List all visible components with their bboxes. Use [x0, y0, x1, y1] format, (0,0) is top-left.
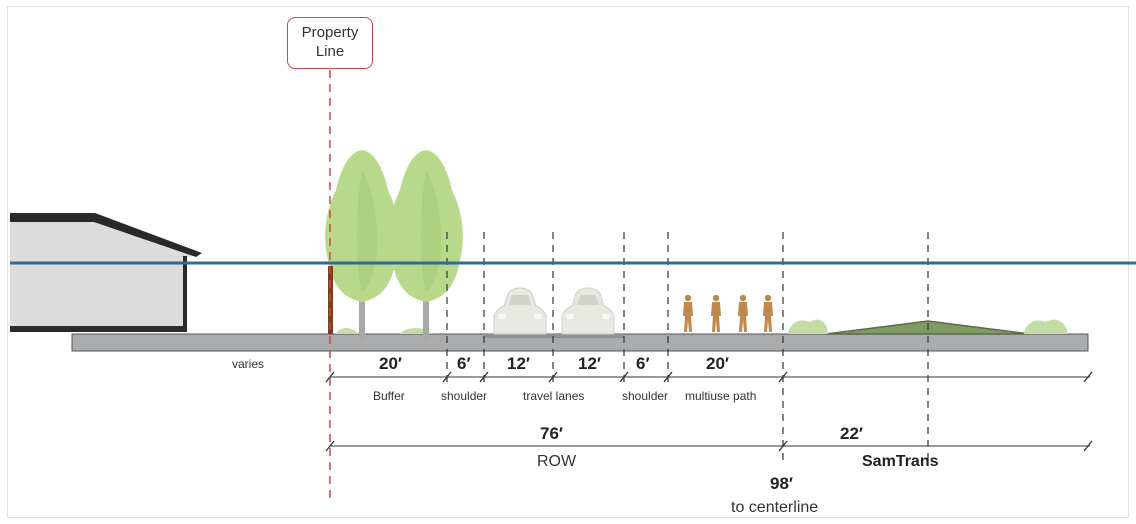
property-line-label: Property Line: [287, 17, 373, 69]
samtrans-berm: [336, 319, 1068, 335]
travel-lanes-label: travel lanes: [523, 389, 585, 403]
varies-label: varies: [232, 357, 265, 371]
tree-icon: [389, 150, 463, 340]
multiuse-path-width: 20′: [706, 354, 729, 373]
row-label: ROW: [537, 453, 577, 470]
shoulder-left-width: 6′: [457, 354, 471, 373]
car-icon: [561, 287, 615, 335]
shoulder-left-label: shoulder: [441, 389, 488, 403]
samtrans-width: 22′: [840, 424, 863, 443]
pedestrian-icon: [738, 294, 748, 332]
property-line-text-2: Line: [315, 43, 345, 60]
cyclist-icon: [711, 294, 721, 332]
building: [10, 213, 202, 332]
travel-lane-2-width: 12′: [578, 354, 601, 373]
shoulder-right-width: 6′: [636, 354, 650, 373]
pedestrian-icon: [763, 294, 773, 332]
pedestrian-icon: [683, 294, 693, 332]
car-icon: [493, 287, 547, 335]
travel-lane-1-width: 12′: [507, 354, 530, 373]
samtrans-label: SamTrans: [862, 453, 939, 470]
property-line-text-1: Property: [301, 24, 359, 41]
centerline-label: to centerline: [731, 499, 819, 516]
shoulder-right-label: shoulder: [622, 389, 669, 403]
buffer-label: Buffer: [373, 389, 405, 403]
ground-slab: [71, 333, 1089, 352]
multiuse-path-label: multiuse path: [685, 389, 757, 403]
dimension-lines: [330, 376, 1090, 447]
buffer-width: 20′: [379, 354, 402, 373]
centerline-width: 98′: [770, 474, 793, 493]
row-width: 76′: [540, 424, 563, 443]
dimension-ticks: [325, 371, 1093, 452]
tree-icon: [325, 150, 399, 340]
